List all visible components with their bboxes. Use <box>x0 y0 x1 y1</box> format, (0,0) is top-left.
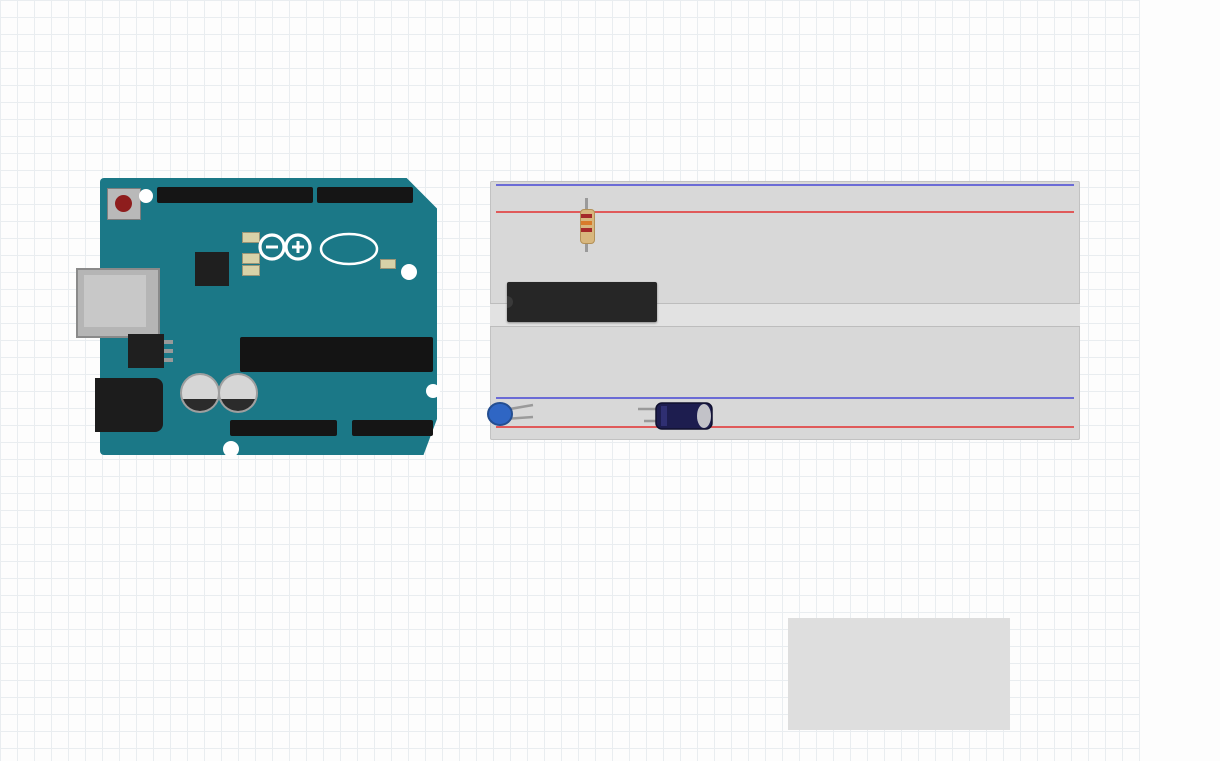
led-l <box>242 232 260 243</box>
voltage-regulator <box>128 334 164 368</box>
breadboard-bottom-blue-rail <box>496 397 1074 399</box>
led-on <box>380 259 396 269</box>
board-capacitor <box>218 373 258 413</box>
regulator-leg <box>164 349 173 353</box>
mounting-hole <box>223 441 239 457</box>
arduino-logo-icon <box>258 233 312 261</box>
arduino-uno-board <box>76 178 440 457</box>
uno-badge <box>319 232 379 266</box>
led-rx <box>242 265 260 276</box>
board-capacitor <box>180 373 220 413</box>
reset-button-cap[interactable] <box>115 195 132 212</box>
power-jack <box>95 378 163 432</box>
mounting-hole <box>139 189 153 203</box>
regulator-leg <box>164 340 173 344</box>
breadboard-bottom-red-rail <box>496 426 1074 428</box>
atmega-dip-chip <box>240 337 433 372</box>
regulator-leg <box>164 358 173 362</box>
lower-breadboard <box>788 618 1010 730</box>
small-ic-chip <box>195 252 229 286</box>
digital-header-left <box>157 187 313 203</box>
reset-button[interactable] <box>107 188 141 220</box>
digital-header-right <box>317 187 413 203</box>
breadboard-top-red-rail <box>496 211 1074 213</box>
capacitor-marking <box>182 399 218 411</box>
analog-header <box>352 420 433 436</box>
led-tx <box>242 253 260 264</box>
capacitor-marking <box>220 399 256 411</box>
mounting-hole <box>401 264 417 280</box>
breadboard-top-blue-rail <box>496 184 1074 186</box>
mounting-hole <box>426 384 440 398</box>
power-header <box>230 420 337 436</box>
usb-connector-inner <box>84 275 146 327</box>
